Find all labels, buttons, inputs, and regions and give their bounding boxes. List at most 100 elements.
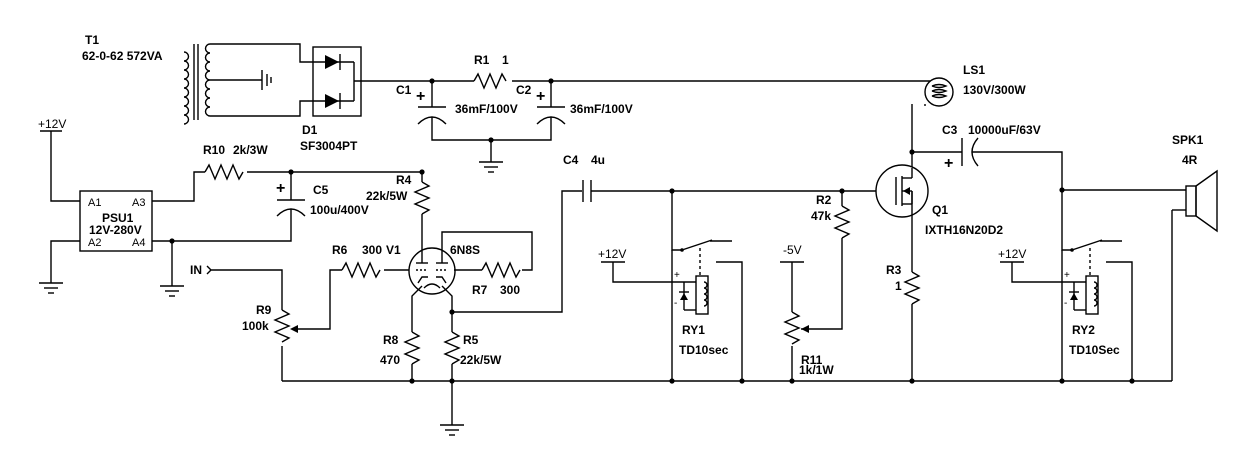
- spk1-ref: SPK1: [1172, 133, 1204, 147]
- t1-value: 62-0-62 572VA: [82, 49, 163, 63]
- wire: [206, 265, 283, 310]
- net-label-minus5: -5V: [783, 243, 802, 257]
- wire: [512, 80, 938, 86]
- wire: [210, 43, 316, 63]
- relay-ry1-switch: [680, 239, 743, 381]
- r3-value: 1: [895, 279, 902, 293]
- psu1-ref: PSU1: [102, 211, 134, 225]
- c1-ref: C1: [396, 83, 412, 97]
- wire: [601, 261, 696, 283]
- mosfet-q1: [875, 164, 929, 218]
- net-label-plus12-b: +12V: [598, 247, 626, 261]
- wire: [210, 100, 316, 117]
- psu1-value: 12V-280V: [89, 223, 142, 237]
- r3-ref: R3: [886, 263, 902, 277]
- wire: [152, 171, 205, 202]
- ground-tap-symbol: [261, 70, 272, 90]
- c3-value: 10000uF/63V: [968, 123, 1041, 137]
- net-label-plus12-a: +12V: [38, 117, 66, 131]
- r2-value: 47k: [811, 209, 831, 223]
- relay-ry2-coil: [1069, 275, 1099, 315]
- wiper-arrow: [290, 325, 298, 333]
- speaker-spk1: [1185, 169, 1218, 233]
- r1-value: 1: [502, 53, 509, 67]
- ry1-value: TD10sec: [679, 343, 729, 357]
- net-label-in: IN: [190, 263, 202, 277]
- wire: [972, 151, 1063, 190]
- ground-symbol: [39, 282, 63, 294]
- wire: [1061, 190, 1072, 251]
- junction-dots: [169, 78, 1135, 384]
- wire: [298, 269, 342, 330]
- r10-value: 2k/3W: [233, 143, 268, 157]
- q1-ref: Q1: [932, 203, 948, 217]
- r5-value: 22k/5W: [460, 353, 502, 367]
- r11-ref: R11: [801, 353, 823, 367]
- ry2-ref: RY2: [1072, 323, 1095, 337]
- ry1-ref: RY1: [682, 323, 705, 337]
- capacitor-c4: [582, 180, 592, 202]
- lamp-ls1: [924, 77, 954, 107]
- ry2-plus: +: [1064, 270, 1070, 281]
- relay-ry2-switch: [1070, 239, 1133, 381]
- c4-value: 4u: [591, 153, 605, 167]
- wire: [152, 209, 292, 242]
- c5-ref: C5: [313, 183, 329, 197]
- resistor-r10: [204, 163, 244, 181]
- ry2-value: TD10Sec: [1069, 343, 1120, 357]
- r6-ref: R6: [332, 243, 348, 257]
- v1-value: 6N8S: [450, 243, 480, 257]
- r9-value: 100k: [242, 319, 269, 333]
- psu1-pin-a3: A3: [132, 197, 145, 209]
- psu1-pin-a4: A4: [132, 237, 145, 249]
- r11-value: 1k/1W: [799, 363, 834, 377]
- c1-plus: +: [416, 88, 425, 105]
- psu1-module: [79, 190, 153, 252]
- v1-ref: V1: [386, 243, 401, 257]
- wire: [801, 238, 843, 330]
- wire: [50, 240, 80, 283]
- relay-ry1-coil: [679, 275, 709, 315]
- c2-plus: +: [536, 88, 545, 105]
- resistor-r2: [833, 205, 851, 239]
- wire: [780, 261, 804, 312]
- wire: [40, 130, 80, 202]
- resistor-r5: [443, 331, 461, 365]
- c5-plus: +: [276, 180, 285, 197]
- net-label-plus12-c: +12V: [998, 247, 1026, 261]
- resistor-r4: [413, 181, 431, 215]
- r8-ref: R8: [383, 333, 399, 347]
- ry2-minus: -: [1064, 298, 1067, 309]
- ry1-plus: +: [674, 270, 680, 281]
- r9-ref: R9: [256, 303, 272, 317]
- wire: [452, 190, 582, 313]
- diode-bridge-d1: [312, 46, 362, 117]
- resistor-r8: [403, 331, 421, 365]
- capacitor-c2: [536, 106, 566, 125]
- t1-ref: T1: [85, 33, 99, 47]
- ls1-value: 130V/300W: [963, 83, 1026, 97]
- q1-value: IXTH16N20D2: [925, 223, 1003, 237]
- r1-ref: R1: [474, 53, 490, 67]
- r4-ref: R4: [396, 173, 412, 187]
- c4-ref: C4: [563, 153, 579, 167]
- potentiometer-r11: [783, 311, 801, 345]
- d1-value: SF3004PT: [300, 139, 358, 153]
- c3-plus: +: [944, 155, 953, 172]
- c2-value: 36mF/100V: [570, 102, 633, 116]
- r4-value: 22k/5W: [366, 189, 408, 203]
- r5-ref: R5: [463, 333, 479, 347]
- c2-ref: C2: [516, 83, 532, 97]
- wire: [1000, 261, 1086, 283]
- r2-ref: R2: [816, 193, 832, 207]
- c1-value: 36mF/100V: [455, 102, 518, 116]
- ry1-minus: -: [674, 298, 677, 309]
- resistor-r3: [903, 271, 921, 305]
- resistor-r7: [481, 261, 521, 279]
- c5-value: 100u/400V: [310, 203, 369, 217]
- r7-ref: R7: [472, 283, 488, 297]
- wire: [441, 231, 533, 271]
- r6-value: 300: [362, 243, 382, 257]
- wire: [441, 285, 453, 332]
